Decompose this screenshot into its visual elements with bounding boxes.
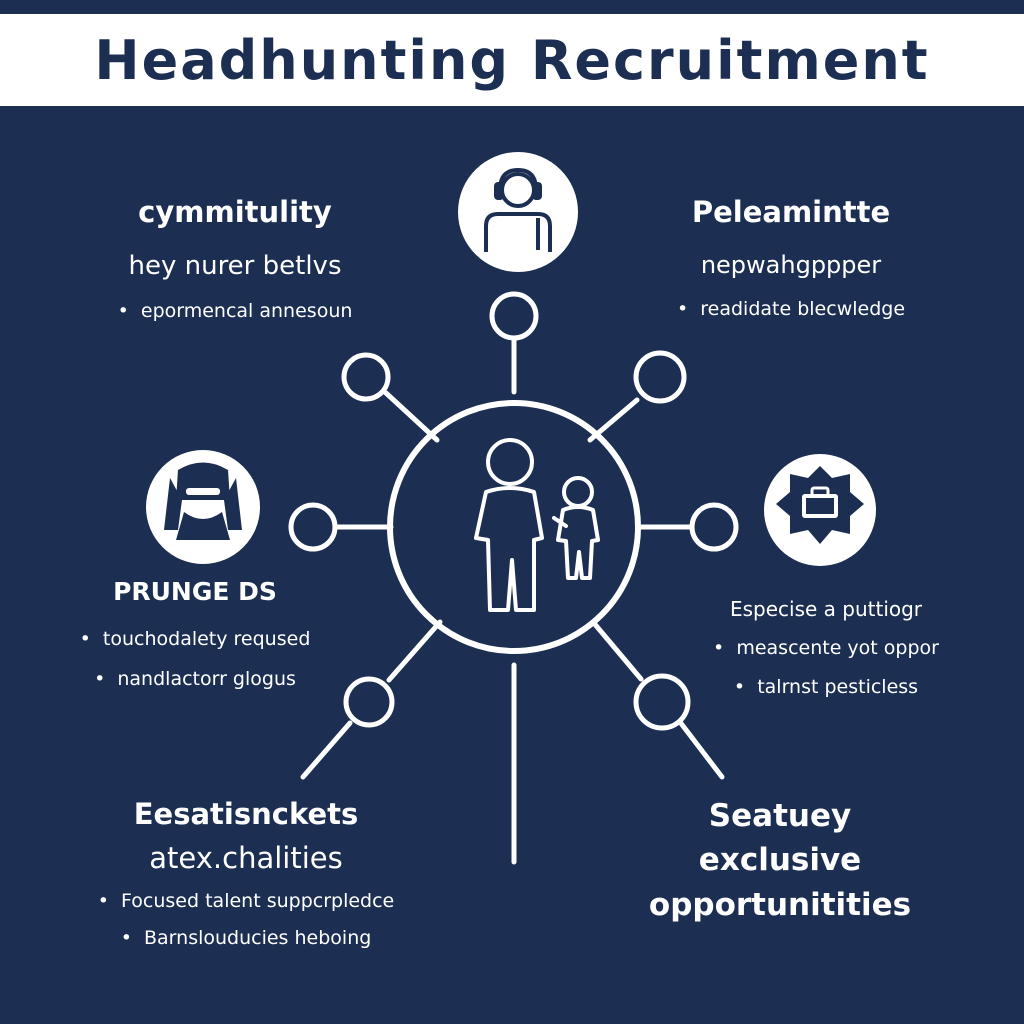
spoke-top-left [383, 390, 440, 443]
block-bullet: Focused talent suppcrpledce [86, 889, 406, 914]
spoke-bottom-left-outer [300, 720, 353, 780]
node-bottom-right [633, 673, 691, 731]
node-bottom-left [343, 676, 395, 728]
block-heading: cymmitulity [138, 195, 332, 229]
block-heading-line: opportunitities [648, 886, 912, 923]
block-bullet: Barnslouducies heboing [86, 926, 406, 951]
block-heading: Peleamintte [691, 195, 891, 229]
badge-briefcase-icon [764, 454, 876, 566]
page-title: Headhunting Recruitment [94, 28, 930, 92]
block-heading: Eesatisnckets [133, 797, 359, 831]
block-heading: PRUNGE DS [113, 577, 277, 606]
block-subheading: hey nurer betlvs [128, 250, 342, 281]
block-heading-line: exclusive [698, 842, 862, 879]
block-bottom-right: Seatuey exclusive opportunitities [620, 796, 940, 925]
spoke-bottom-right-inner [590, 619, 644, 682]
block-bullet: touchodalety reqused [60, 627, 330, 652]
block-bullet: talrnst pesticless [696, 675, 956, 700]
block-bottom-left: Eesatisnckets atex.chalities Focused tal… [86, 796, 406, 951]
block-bullet: meascente yot oppor [696, 636, 956, 661]
spoke-bottom-left-inner [386, 619, 443, 683]
vr-headset-person-icon [146, 450, 260, 564]
block-heading-line: Seatuey [708, 798, 852, 834]
block-bullet: readidate blecwledge [656, 297, 926, 322]
headset-person-icon [458, 152, 578, 272]
node-top-left [341, 352, 391, 402]
adult-and-child-icon [474, 438, 600, 612]
block-mid-left: PRUNGE DS touchodalety reqused nandlacto… [60, 576, 330, 692]
hub-circle [387, 400, 641, 654]
block-top-left: cymmitulity hey nurer betlvs epormencal … [100, 194, 370, 324]
node-right [689, 502, 739, 552]
block-mid-right: Especise a puttiogr meascente yot oppor … [696, 596, 956, 699]
block-subheading: nepwahgppper [700, 250, 882, 279]
block-subheading: Especise a puttiogr [729, 597, 923, 621]
spoke-bottom-right-outer [677, 719, 725, 780]
node-top [489, 291, 539, 341]
block-subheading: atex.chalities [149, 840, 343, 875]
block-bullet: epormencal annesoun [100, 299, 370, 324]
title-banner: Headhunting Recruitment [0, 14, 1024, 106]
block-top-right: Peleamintte nepwahgppper readidate blecw… [656, 194, 926, 322]
node-top-right [633, 350, 687, 404]
node-left [288, 502, 338, 552]
block-bullet: nandlactorr glogus [60, 667, 330, 692]
